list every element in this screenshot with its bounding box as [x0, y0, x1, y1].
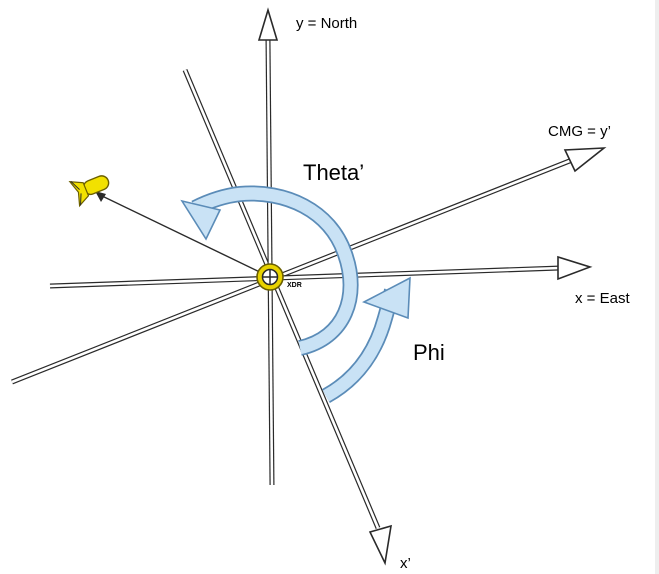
y-axis-label: y = North: [296, 15, 357, 32]
phi-label: Phi: [413, 340, 445, 365]
craft-bearing-line: [95, 191, 269, 277]
cmg-arrowhead: [563, 147, 607, 173]
x-prime-label: x’: [400, 555, 411, 572]
north-arrowhead: [257, 7, 279, 41]
page-edge: [655, 0, 659, 574]
cmg-label: CMG = y’: [548, 123, 611, 140]
x-prime-arrowhead: [368, 524, 392, 566]
center-label: XDR: [287, 282, 302, 289]
y-north-axis: [257, 7, 279, 486]
theta-arc-arrow: [180, 185, 359, 356]
theta-label: Theta’: [303, 160, 364, 185]
phi-arc-arrow: [321, 276, 411, 404]
x-east-axis: [49, 255, 593, 289]
target-icon: [256, 263, 284, 291]
missile-icon: [68, 175, 110, 208]
cmg-axis: [11, 147, 607, 385]
east-arrowhead: [557, 255, 593, 281]
x-prime-axis: [182, 69, 392, 566]
x-axis-label: x = East: [575, 290, 630, 307]
